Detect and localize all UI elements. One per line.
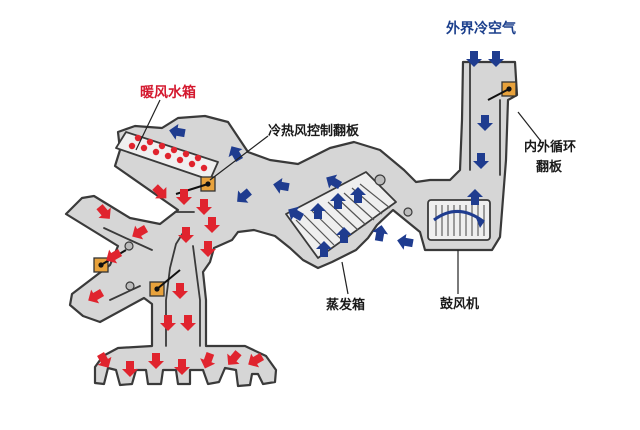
duct-walls	[103, 61, 501, 347]
blend-door	[175, 176, 216, 195]
heater-core-label: 暖风水箱	[140, 85, 196, 101]
mode-door-center	[149, 269, 181, 297]
duct-housing	[64, 60, 519, 388]
recirc-door	[487, 81, 517, 101]
recirc-door-label-line2: 翻板	[536, 160, 563, 175]
outside-air-label: 外界冷空气	[446, 21, 516, 37]
evaporator-label: 蒸发箱	[326, 298, 366, 313]
leader-lines	[135, 99, 541, 295]
pivot-small	[125, 281, 135, 291]
pivot-small	[124, 241, 134, 251]
heater-core	[115, 131, 219, 181]
blend-door-label: 冷热风控制翻板	[268, 124, 360, 139]
recirc-door-label-line1: 内外循环	[524, 140, 577, 155]
blower	[427, 199, 491, 241]
blower-label: 鼓风机	[440, 297, 480, 312]
